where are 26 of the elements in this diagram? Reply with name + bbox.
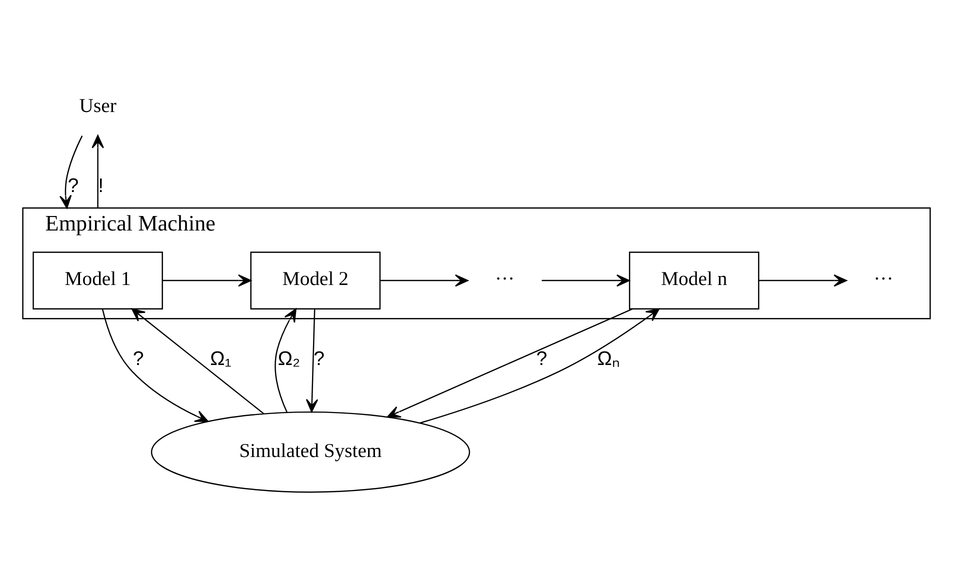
- arrow: [306, 308, 318, 412]
- node-text: User: [79, 94, 116, 116]
- node-text: ···: [494, 268, 515, 290]
- arrow: [162, 274, 252, 286]
- node-box: Model n: [628, 251, 760, 309]
- edge-label: ?: [68, 174, 79, 196]
- arrow: [131, 308, 264, 414]
- arrow: [92, 134, 104, 208]
- arrow: [542, 274, 630, 286]
- edge-label: ?: [314, 348, 325, 370]
- edge-label: ?: [536, 348, 548, 370]
- arrow: [59, 135, 83, 208]
- node-box: Model 1: [32, 251, 163, 309]
- arrow: [102, 308, 209, 422]
- arrow: [758, 274, 848, 286]
- edge-label: Ω₂: [278, 348, 300, 370]
- node-box: Model 2: [250, 251, 381, 309]
- arrow: [380, 274, 468, 286]
- edge-label: !: [98, 174, 104, 196]
- edge-label: Ωₙ: [597, 348, 620, 370]
- edge-label: ?: [132, 348, 144, 370]
- arrow: [420, 308, 660, 424]
- arrow: [386, 308, 633, 418]
- edge-label: Ω₁: [210, 348, 232, 370]
- node-text: ···: [874, 268, 894, 290]
- arrow: [274, 308, 296, 412]
